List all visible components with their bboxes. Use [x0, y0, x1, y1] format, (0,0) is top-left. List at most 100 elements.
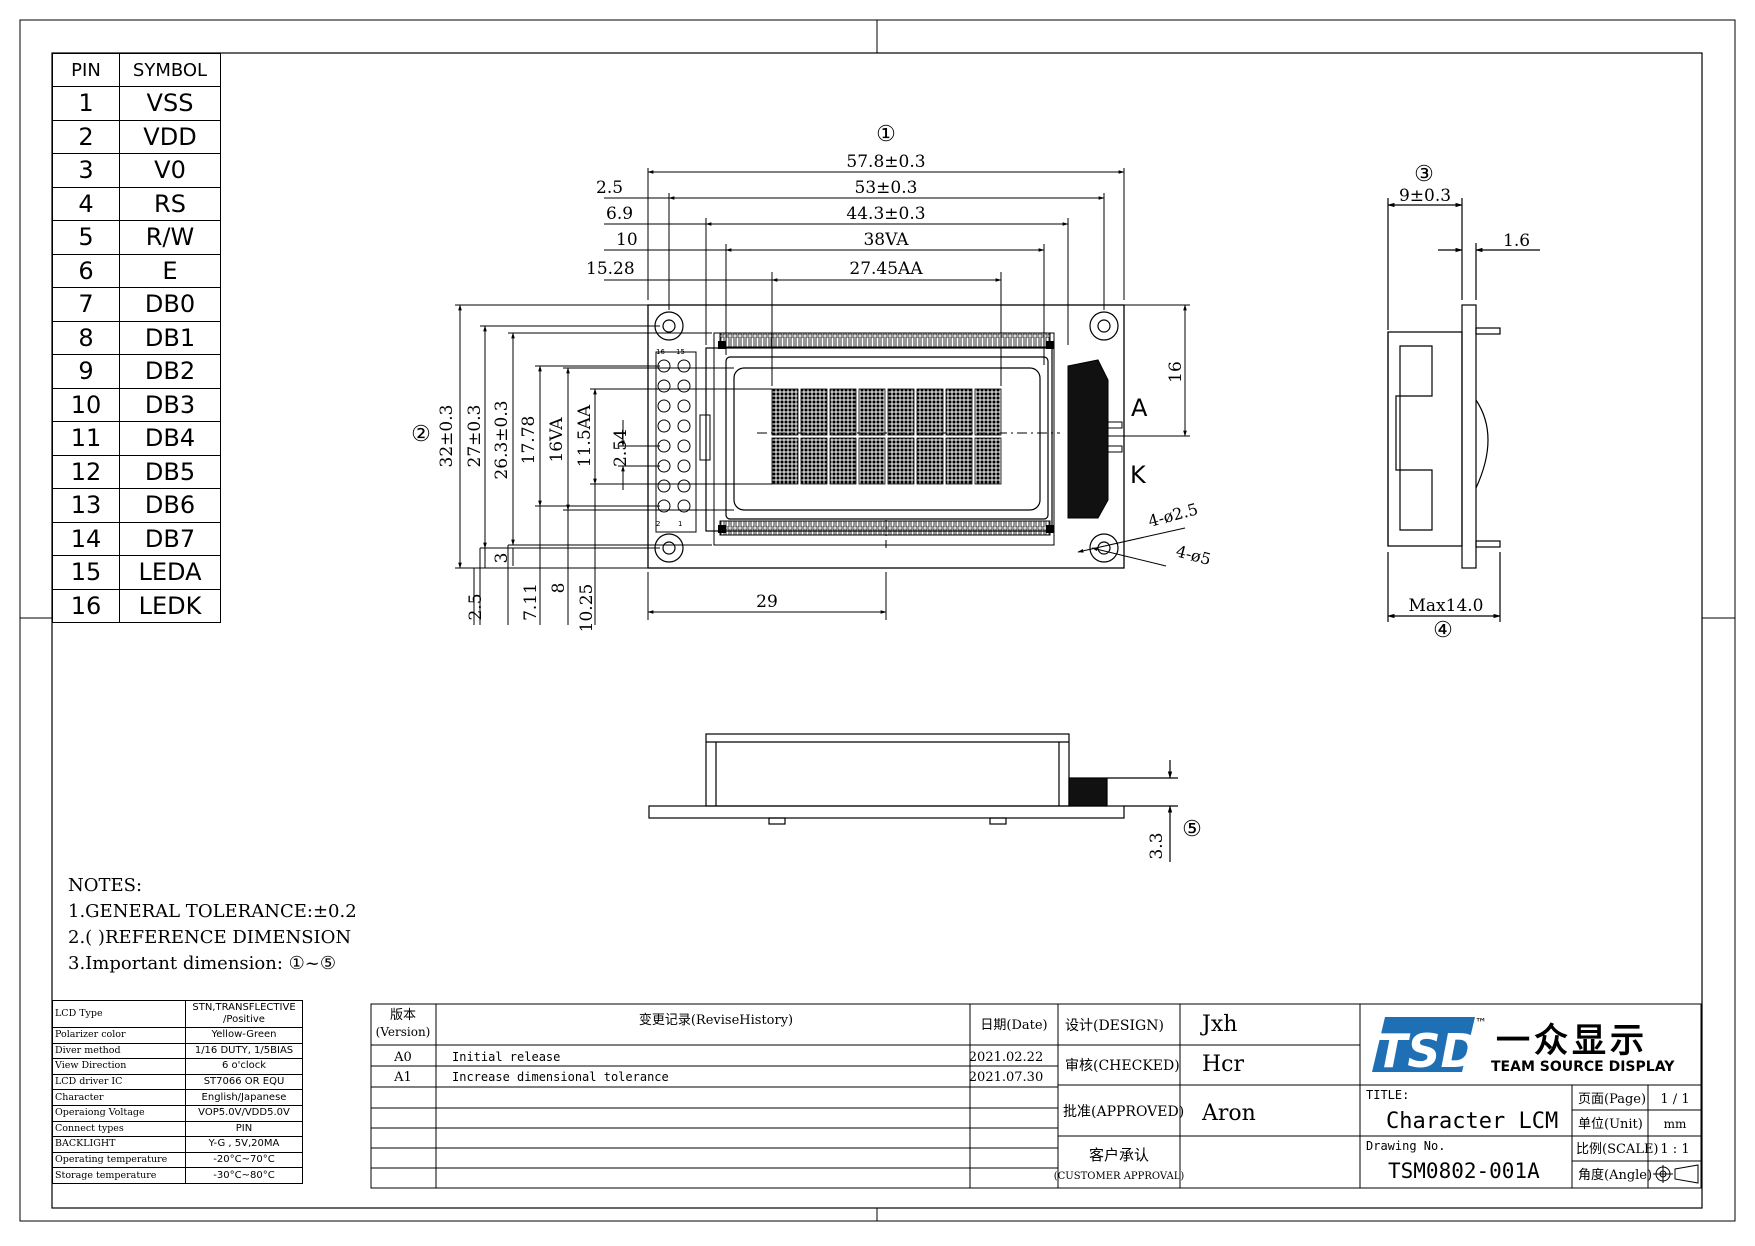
pin-symbol: E	[119, 253, 221, 288]
offset-6-9: 6.9	[606, 204, 633, 224]
pin-symbol: VSS	[119, 86, 221, 121]
circle-5: ⑤	[1182, 817, 1202, 842]
spec-value: ST7066 OR EQU	[185, 1073, 303, 1091]
note-2: 2.( )REFERENCE DIMENSION	[68, 927, 352, 948]
spec-value: English/Japanese	[185, 1089, 303, 1106]
pin-number: 13	[52, 488, 120, 523]
notes: NOTES: 1.GENERAL TOLERANCE:±0.2 2.( )REF…	[68, 873, 357, 977]
table-row: Storage temperature-30°C~80°C	[52, 1167, 303, 1184]
spec-key: Connect types	[52, 1120, 186, 1138]
company-logo: TSD ™ 一众显示 TEAM SOURCE DISPLAY	[1372, 1016, 1675, 1078]
dim-bottom-7-11: 7.11	[521, 583, 541, 621]
dim-11-5aa: 11.5AA	[575, 404, 595, 467]
offset-15-28: 15.28	[586, 259, 635, 279]
dim-29: 29	[756, 592, 778, 612]
pin-number: 6	[52, 253, 120, 288]
logo-mark: TSD	[1376, 1024, 1479, 1078]
circle-2: ②	[411, 422, 431, 447]
dim-16va: 16VA	[547, 417, 567, 463]
note-3: 3.Important dimension: ①~⑤	[68, 953, 336, 974]
approved-label: 批准(APPROVED)	[1063, 1104, 1184, 1120]
angle-label: 角度(Angle)	[1578, 1167, 1652, 1183]
character-grid	[771, 388, 1002, 485]
title-label: TITLE:	[1366, 1088, 1409, 1102]
dim-27: 27±0.3	[465, 405, 485, 468]
spec-key: Character	[52, 1089, 186, 1106]
glass-outline	[725, 356, 1049, 520]
dim-2-54: 2.54	[611, 429, 631, 467]
customer-label-en: (CUSTOMER APPROVAL)	[1054, 1171, 1185, 1182]
pin-number: 7	[52, 287, 120, 322]
pin-number: 2	[52, 119, 120, 154]
spec-key: LCD driver IC	[52, 1073, 186, 1091]
hole-callout-5: 4-ø5	[1174, 542, 1213, 570]
dim-max14: Max14.0	[1409, 596, 1484, 616]
drawing-no-value: TSM0802-001A	[1388, 1159, 1540, 1183]
circle-3: ③	[1414, 162, 1434, 187]
pin-symbol: V0	[119, 153, 221, 188]
top-dimensions	[604, 168, 1125, 386]
approval-block	[1057, 1003, 1702, 1189]
page-value: 1 / 1	[1660, 1092, 1689, 1107]
pin-number: 4	[52, 186, 120, 221]
pin-symbol: RS	[119, 186, 221, 221]
pin-number: 9	[52, 354, 120, 389]
dim-53: 53±0.3	[855, 178, 918, 198]
spec-value: STN,TRANSFLECTIVE /Positive	[185, 1000, 303, 1028]
pin-number-16: 16	[656, 348, 665, 356]
dim-1-6: 1.6	[1503, 231, 1530, 251]
pin-number: 8	[52, 320, 120, 355]
dim-3: 3	[492, 553, 512, 564]
pin-number: 10	[52, 387, 120, 422]
dim-32: 32±0.3	[437, 405, 457, 468]
company-en: TEAM SOURCE DISPLAY	[1491, 1059, 1675, 1075]
viewing-area	[733, 367, 1041, 511]
offset-2-5: 2.5	[596, 178, 623, 198]
projection-symbol-icon	[1653, 1164, 1699, 1184]
version-label-en: (Version)	[376, 1025, 431, 1039]
unit-label: 单位(Unit)	[1578, 1117, 1643, 1132]
pin-number: 14	[52, 521, 120, 556]
pin-symbol: DB1	[119, 320, 221, 355]
dim-9: 9±0.3	[1399, 186, 1451, 206]
spec-key: Polarizer color	[52, 1027, 186, 1044]
spec-value: Yellow-Green	[185, 1027, 303, 1044]
hole-callout-2-5: 4-ø2.5	[1146, 499, 1200, 530]
dim-bottom-2-5: 2.5	[466, 593, 486, 620]
dim-44-3: 44.3±0.3	[846, 204, 925, 224]
pin-symbol: R/W	[119, 220, 221, 255]
pin-symbol: DB2	[119, 354, 221, 389]
circle-4: ④	[1433, 618, 1453, 643]
rev-a0-version: A0	[393, 1050, 412, 1065]
pin-symbol: DB3	[119, 387, 221, 422]
pin-number: 12	[52, 454, 120, 489]
dim-3-3: 3.3	[1147, 832, 1167, 859]
zebra-strip-top	[719, 332, 1051, 348]
spec-key: View Direction	[52, 1058, 186, 1075]
date-label: 日期(Date)	[980, 1018, 1047, 1033]
scale-label: 比例(SCALE)	[1576, 1142, 1659, 1157]
sheet-frame	[19, 19, 1736, 1222]
logo-tm: ™	[1475, 1016, 1487, 1030]
spec-key: Diver method	[52, 1042, 186, 1060]
drawing-no-label: Drawing No.	[1366, 1139, 1445, 1153]
pin-number-2: 2	[656, 520, 660, 528]
spec-value: -30°C~80°C	[185, 1167, 303, 1184]
rev-a0-date: 2021.02.22	[969, 1050, 1043, 1065]
spec-key: BACKLIGHT	[52, 1136, 186, 1153]
